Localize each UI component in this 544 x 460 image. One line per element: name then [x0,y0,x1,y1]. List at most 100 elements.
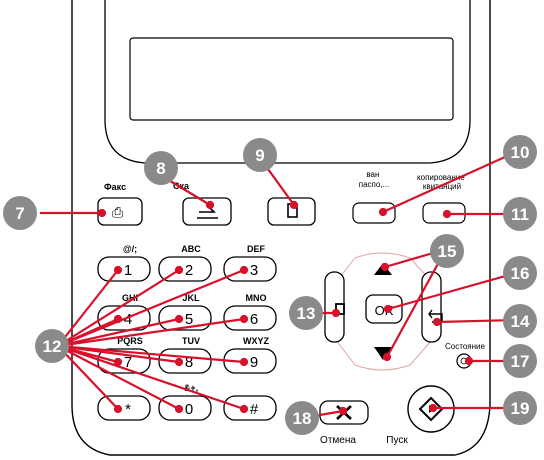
key-label: 7 [124,354,132,371]
key-letters: WXYZ [243,336,270,346]
leader-12 [57,344,245,411]
leader-16 [387,271,517,311]
id-copy-label-line1: ван [366,170,379,179]
leader-dot-15b [382,352,392,362]
callout-13: 13 [289,296,323,330]
key-letters: ABC [181,244,201,254]
leader-dot-12 [174,265,184,275]
scan-label: Ска [173,181,190,191]
key-letters: DEF [247,244,266,254]
fax-button[interactable]: ⎙ [97,197,143,226]
leader-dot-19 [428,403,438,413]
key-6[interactable]: 6 [223,305,277,331]
key-10[interactable]: * [97,395,151,421]
callout-14: 14 [503,304,537,338]
callout-19: 19 [503,391,537,425]
key-7[interactable]: 7 [97,348,151,374]
key-label: 6 [250,311,258,328]
callout-number: 17 [511,352,530,371]
leader-dot-9 [289,200,299,210]
key-letters: GHI [122,293,138,303]
leader-18 [313,409,344,418]
leader-dot-12 [113,404,123,414]
key-letters: &+, [184,383,198,393]
callout-15: 15 [430,234,464,268]
leader-dot-8 [205,200,215,210]
lcd-display [104,0,471,164]
callout-12: 12 [35,329,69,363]
callout-number: 7 [15,204,24,223]
leader-dot-16 [383,304,393,314]
key-label: 2 [185,262,193,279]
callout-number: 10 [511,143,530,162]
callout-number: 9 [255,146,264,165]
callout-7: 7 [3,196,37,230]
key-label: 4 [124,311,132,328]
receipt-copy-label: копирование квитанций [417,173,467,191]
key-5[interactable]: 5 [158,305,212,331]
key-label: 5 [185,311,193,328]
copy-button[interactable] [267,197,316,226]
leader-12 [57,344,245,364]
leader-12 [57,345,119,410]
nav-ring [335,252,433,371]
callout-17: 17 [503,344,537,378]
key-3[interactable]: 3 [223,256,277,282]
callout-18: 18 [285,401,319,435]
cancel-label: Отмена [320,435,356,446]
key-letters: JKL [182,293,200,303]
callout-10: 10 [503,135,537,169]
leader-dot-7 [97,208,107,218]
leader-12 [57,345,180,410]
key-11[interactable]: 0 [158,395,212,421]
back-button[interactable] [421,271,443,343]
leader-dot-12 [239,357,249,367]
callout-number: 12 [43,337,62,356]
panel-outline [71,0,491,456]
callout-number: 16 [511,264,530,283]
down-arrow-icon [374,347,392,360]
address-book-button[interactable] [324,271,345,343]
start-label: Пуск [386,435,408,446]
id-copy-label: ван паспо,... [359,170,389,189]
key-label: * [125,401,131,418]
leader-10 [382,150,517,214]
leader-dot-12 [174,404,184,414]
leader-dot-14 [432,317,442,327]
key-label: 3 [250,262,258,279]
leader-15b [386,259,441,358]
leader-dot-12 [239,265,249,275]
callout-number: 8 [156,159,165,178]
leader-dot-12 [113,314,123,324]
leader-12 [57,269,180,347]
leader-dot-12 [239,404,249,414]
id-copy-button[interactable] [352,202,396,224]
key-letters: PQRS [117,336,143,346]
key-label: 9 [250,354,258,371]
leader-dot-15a [380,262,390,272]
leader-dot-13 [331,308,341,318]
receipt-copy-label-line1: копирование [417,173,465,182]
key-letters: TUV [182,336,200,346]
callout-11: 11 [503,197,537,231]
leader-dot-18 [338,406,348,416]
fax-label: Факс [104,182,126,192]
down-button[interactable] [374,347,392,360]
leader-12 [57,268,245,348]
key-label: 8 [185,354,193,371]
id-copy-label-line2: паспо,... [359,180,389,189]
callout-9: 9 [243,138,277,172]
key-12[interactable]: # [223,395,277,421]
callout-number: 15 [438,242,457,261]
scan-button[interactable] [182,197,232,226]
callout-8: 8 [144,151,178,185]
leader-dot-12 [239,314,249,324]
callout-number: 14 [511,312,530,331]
callout-number: 19 [511,399,530,418]
key-letters: @/; [123,244,137,254]
leader-dot-11 [442,209,452,219]
key-1[interactable]: 1 [97,256,151,282]
key-label: 0 [185,401,193,418]
